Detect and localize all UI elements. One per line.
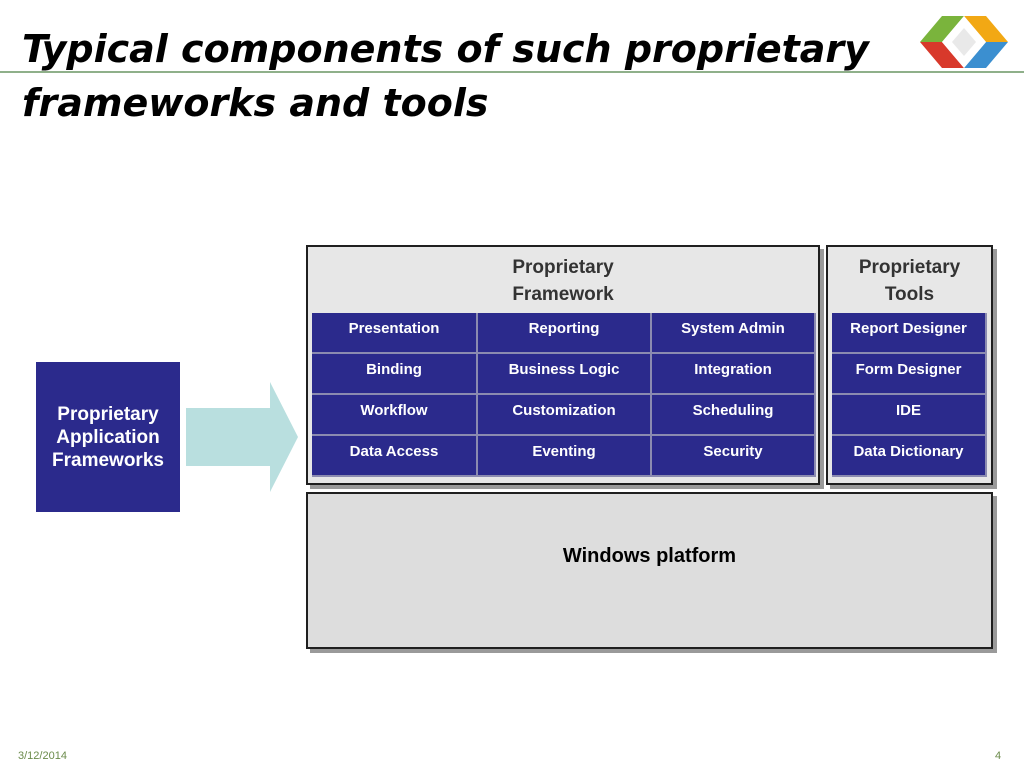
proprietary-application-frameworks-box: Proprietary Application Frameworks: [36, 362, 180, 512]
right-arrow-icon: [186, 382, 298, 492]
framework-component: Security: [652, 436, 816, 477]
slide-title: Typical components of such proprietary f…: [22, 27, 869, 125]
framework-component: Integration: [652, 354, 816, 395]
framework-component: Business Logic: [478, 354, 652, 395]
tool-component: Report Designer: [832, 313, 987, 354]
left-box-line: Proprietary: [57, 403, 159, 425]
framework-component: Eventing: [478, 436, 652, 477]
tool-component: Data Dictionary: [832, 436, 987, 477]
tools-title-line: Proprietary: [858, 257, 961, 278]
framework-component: Scheduling: [652, 395, 816, 436]
framework-component: Binding: [312, 354, 478, 395]
framework-component: Presentation: [312, 313, 478, 354]
framework-component: Customization: [478, 395, 652, 436]
platform-label: Windows platform: [562, 545, 737, 567]
windows-platform-panel: Windows platform: [306, 492, 993, 649]
title-divider: [0, 71, 1024, 73]
framework-title-line: Proprietary: [512, 257, 614, 278]
slide-page-number: 4: [995, 750, 1002, 762]
slide-date: 3/12/2014: [18, 750, 67, 762]
framework-component: Reporting: [478, 313, 652, 354]
left-box-line: Application: [56, 426, 160, 448]
proprietary-framework-panel: Proprietary Framework Presentation Repor…: [306, 245, 820, 485]
framework-component: Data Access: [312, 436, 478, 477]
left-box-line: Frameworks: [52, 449, 164, 471]
visual-studio-logo-icon: [920, 16, 1008, 68]
framework-component-grid: Presentation Reporting System Admin Bind…: [312, 313, 816, 478]
tools-component-list: Report Designer Form Designer IDE Data D…: [832, 313, 987, 478]
framework-component: Workflow: [312, 395, 478, 436]
tool-component: Form Designer: [832, 354, 987, 395]
framework-component: System Admin: [652, 313, 816, 354]
tools-title-line: Tools: [884, 284, 935, 305]
framework-title-line: Framework: [512, 284, 614, 305]
proprietary-tools-panel: Proprietary Tools Report Designer Form D…: [826, 245, 993, 485]
tool-component: IDE: [832, 395, 987, 436]
